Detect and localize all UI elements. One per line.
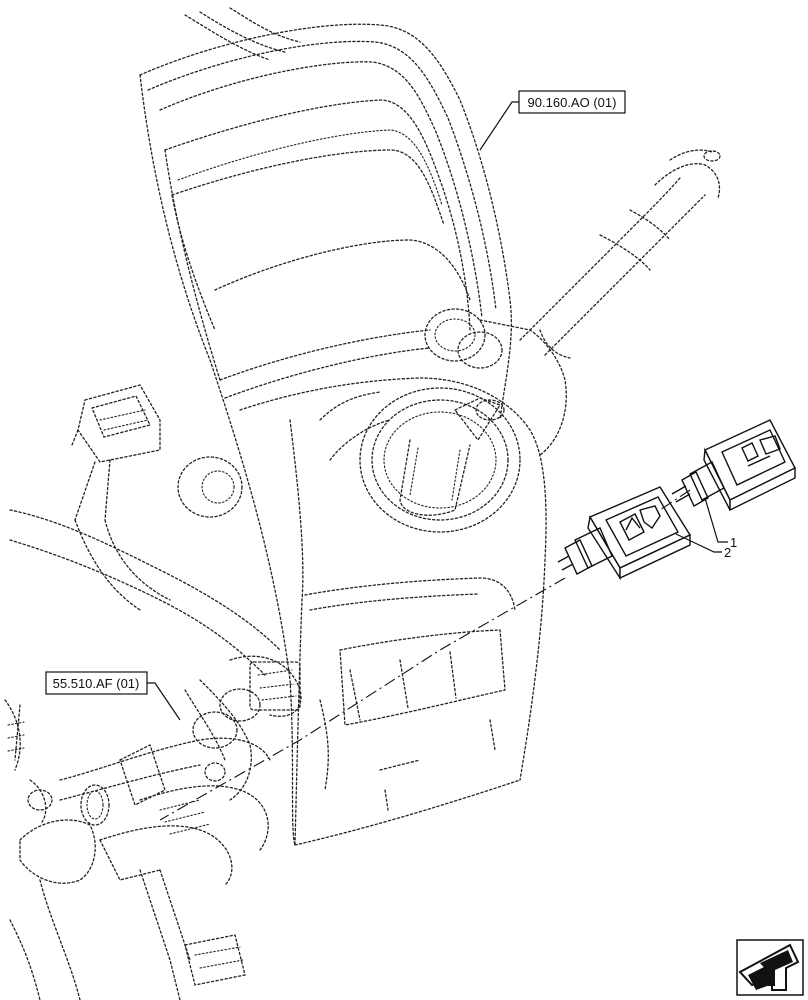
callout-number-2: 2 — [724, 545, 731, 560]
harness-connector-upper — [71, 384, 161, 521]
switch-item-1 — [671, 419, 796, 512]
grommet — [177, 456, 243, 518]
reference-box-upper[interactable]: 90.160.AO (01) — [518, 90, 626, 114]
reference-label-upper: 90.160.AO (01) — [528, 95, 617, 110]
switch-item-2 — [557, 486, 692, 581]
installation-axis-line — [159, 577, 566, 821]
steering-column-console — [239, 377, 547, 846]
next-page-arrow-icon[interactable] — [736, 939, 804, 996]
reference-label-lower: 55.510.AF (01) — [53, 676, 140, 691]
wiring-harness — [4, 509, 302, 1000]
instrument-cluster-housing — [139, 7, 512, 846]
multifunction-stalk — [519, 149, 721, 359]
installation-axis-line-2 — [659, 489, 691, 511]
callout-number-1: 1 — [730, 535, 737, 550]
reference-box-lower[interactable]: 55.510.AF (01) — [45, 671, 148, 695]
leader-line-item-2 — [675, 533, 722, 553]
leader-line-upper-ref — [479, 101, 520, 151]
steering-column-hub — [359, 308, 567, 533]
leader-line-lower-ref — [147, 682, 181, 721]
leader-line-item-1 — [704, 497, 728, 543]
